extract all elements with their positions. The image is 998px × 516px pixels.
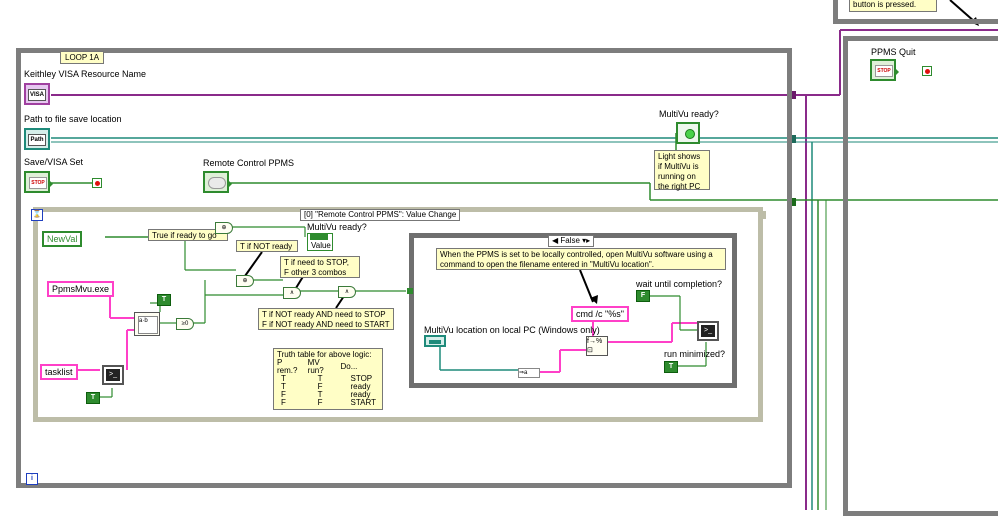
format-string-icon: f→%⊡ bbox=[586, 336, 608, 356]
multivu-value-node: Value bbox=[307, 233, 333, 251]
t-not-ready-and-note: T if NOT ready AND need to STOP F if NOT… bbox=[258, 308, 394, 330]
previous-loop-frame bbox=[833, 0, 998, 24]
remote-label: Remote Control PPMS bbox=[203, 158, 295, 168]
cmd-const: cmd /c "%s" bbox=[571, 306, 629, 322]
multivu-location-label: MultiVu location on local PC (Windows on… bbox=[424, 325, 600, 335]
tunnel-path bbox=[788, 135, 796, 143]
xor-gate-2-icon: ⊕ bbox=[236, 275, 254, 287]
t-need-stop-note: T if need to STOP, F other 3 combos bbox=[280, 256, 360, 278]
save-label: Save/VISA Set bbox=[24, 157, 84, 167]
stop-glyph: STOP bbox=[29, 177, 47, 189]
xor-gate-icon: ⊕ bbox=[215, 222, 233, 234]
newval-terminal: NewVal bbox=[42, 231, 83, 247]
event-tunnel bbox=[760, 211, 766, 219]
visa-terminal[interactable]: VISA bbox=[24, 83, 50, 105]
true-ready-note: True if ready to go bbox=[148, 229, 228, 241]
search-string-node: a·b bbox=[134, 312, 160, 336]
ppms-quit-loop-frame bbox=[843, 36, 998, 516]
save-terminal[interactable]: STOP bbox=[24, 171, 53, 193]
truth-table-note: Truth table for above logic: P rem.? MV … bbox=[273, 348, 383, 410]
stop-indicator-icon bbox=[92, 178, 102, 188]
compare-icon: ≥0 bbox=[176, 318, 194, 330]
truth-row: T F ready bbox=[281, 382, 371, 391]
multivu-light-note: Light shows if MultiVu is running on the… bbox=[654, 150, 710, 191]
value-terminal-label: Value bbox=[311, 241, 331, 250]
visa-label: Keithley VISA Resource Name bbox=[24, 69, 147, 79]
truth-header-row: P rem.? MV run? Do... bbox=[277, 358, 358, 375]
switch-icon bbox=[208, 177, 226, 189]
wait-label: wait until completion? bbox=[636, 279, 723, 289]
ppms-quit-label: PPMS Quit bbox=[871, 47, 916, 57]
path-icon bbox=[429, 340, 441, 344]
run-min-true-const: T bbox=[664, 361, 678, 373]
tasklist-const: tasklist bbox=[40, 364, 78, 380]
stop-glyph-quit: STOP bbox=[875, 65, 893, 77]
multivu-location-terminal[interactable] bbox=[424, 335, 446, 347]
case-note: When the PPMS is set to be locally contr… bbox=[436, 248, 726, 270]
loop-iteration-terminal: i bbox=[26, 473, 38, 485]
path-label: Path to file save location bbox=[24, 114, 122, 124]
multivu-led-icon[interactable] bbox=[676, 122, 700, 144]
bool-true-const-2: T bbox=[86, 392, 100, 404]
top-note: button is pressed. bbox=[849, 0, 937, 12]
multivu-ready-label: MultiVu ready? bbox=[659, 109, 719, 119]
path-to-string-icon: ⇒a bbox=[518, 368, 540, 378]
ppms-quit-terminal[interactable]: STOP bbox=[870, 59, 899, 81]
truth-table: P rem.? MV run? Do... T T STOP T F ready… bbox=[277, 359, 379, 407]
wait-false-const: F bbox=[636, 290, 650, 302]
case-selector[interactable]: ◀ False ▾▸ bbox=[548, 235, 595, 247]
search-icon: a·b bbox=[138, 316, 158, 334]
tunnel-bool bbox=[788, 198, 796, 206]
system-exec-icon: >_ bbox=[102, 365, 124, 385]
multivu-ready-local-label: MultiVu ready? bbox=[307, 222, 367, 232]
system-exec-2-icon: >_ bbox=[697, 321, 719, 341]
and-gate-2-icon: ∧ bbox=[338, 286, 356, 298]
t-not-ready-note: T if NOT ready bbox=[236, 240, 298, 252]
remote-terminal[interactable] bbox=[203, 171, 232, 193]
tunnel-visa bbox=[788, 91, 796, 99]
quit-indicator-icon bbox=[922, 66, 932, 76]
and-gate-icon: ∧ bbox=[283, 287, 301, 299]
run-minimized-label: run minimized? bbox=[664, 349, 726, 359]
visa-glyph: VISA bbox=[28, 89, 46, 101]
path-terminal[interactable]: Path bbox=[24, 128, 50, 150]
path-glyph: Path bbox=[28, 134, 46, 146]
ppmsmvu-const: PpmsMvu.exe bbox=[47, 281, 115, 297]
truth-title: Truth table for above logic: bbox=[277, 350, 372, 359]
bool-true-const: T bbox=[157, 294, 171, 306]
event-selector[interactable]: [0] "Remote Control PPMS": Value Change bbox=[300, 209, 461, 221]
truth-row: F F START bbox=[281, 398, 376, 407]
truth-row: F T ready bbox=[281, 390, 371, 399]
truth-row: T T STOP bbox=[281, 374, 373, 383]
while-loop-1a bbox=[16, 48, 792, 488]
event-timeout-icon: ⌛ bbox=[31, 209, 43, 221]
case-tunnel bbox=[407, 288, 413, 294]
loop-label: LOOP 1A bbox=[60, 51, 105, 64]
